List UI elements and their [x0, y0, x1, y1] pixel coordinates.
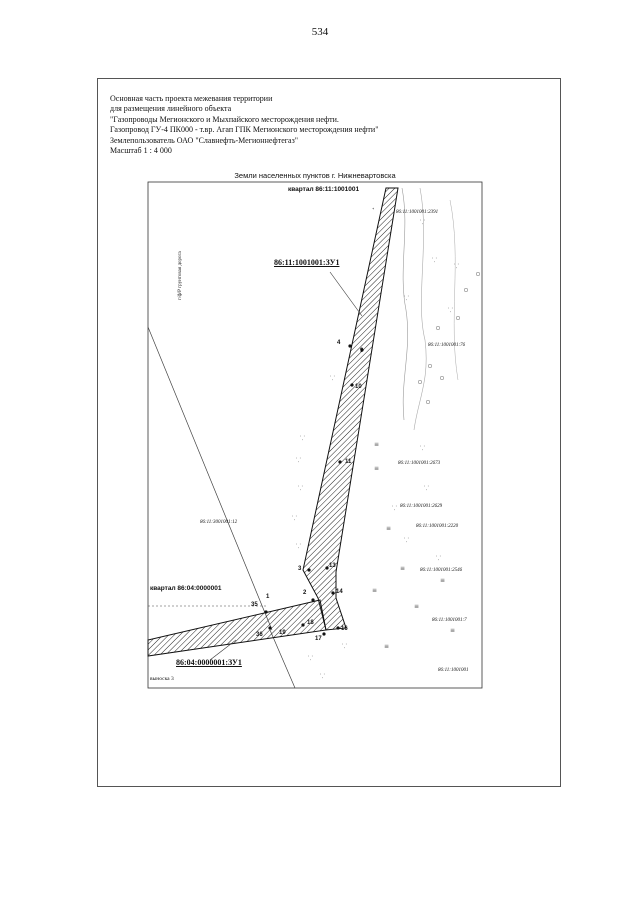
parcel-label: 86:11:1001001:2629	[400, 504, 443, 509]
quarter-boundary-lower	[269, 629, 296, 689]
point-number: 36	[256, 632, 263, 638]
header-line-3: "Газопроводы Мегионского и Мыхпайского м…	[110, 114, 339, 124]
svg-text:≡: ≡	[384, 643, 389, 650]
point-number: 16	[341, 626, 348, 632]
parcel-label: 86:11:1001001:2220	[416, 524, 459, 529]
header-line-2: для размещения линейного объекта	[110, 104, 232, 114]
svg-text:≡: ≡	[414, 603, 419, 610]
svg-text:⸪: ⸪	[330, 375, 335, 382]
svg-text:⸪: ⸪	[420, 219, 425, 226]
parcel-label: 86:11:1001001:2391	[396, 210, 439, 215]
svg-text:≡: ≡	[400, 565, 405, 572]
document-frame	[97, 78, 561, 787]
header-line-6: Масштаб 1 : 4 000	[110, 146, 172, 156]
svg-text:≡: ≡	[386, 525, 391, 532]
svg-text:⸪: ⸪	[342, 643, 347, 650]
svg-text:⸪: ⸪	[308, 655, 313, 662]
svg-text:⸪: ⸪	[404, 295, 409, 302]
parcel-label: 86:11:1001001:7	[432, 618, 467, 623]
svg-text:⸪: ⸪	[436, 555, 441, 562]
svg-text:≡: ≡	[372, 587, 377, 594]
leader-line-top	[329, 271, 363, 317]
svg-text:≡: ≡	[450, 627, 455, 634]
parcel-label: 86:11:1001001:2673	[398, 461, 441, 466]
svg-text:⸪: ⸪	[454, 263, 459, 270]
svg-text:⸪: ⸪	[296, 457, 301, 464]
terrain-line-2	[413, 187, 427, 431]
parcel-label: 86:11:1001001:76	[428, 343, 466, 348]
point-number: 17	[315, 636, 322, 642]
pipeline-corridor-horizontal	[147, 599, 327, 657]
quarter-label-top: квартал 86:11:1001001	[288, 186, 360, 193]
point-number: 18	[307, 620, 314, 626]
point-number: 4	[337, 340, 341, 346]
svg-text:⸪: ⸪	[296, 543, 301, 550]
svg-text:⸪: ⸪	[300, 435, 305, 442]
svg-text:⸪: ⸪	[298, 485, 303, 492]
svg-text:≡: ≡	[374, 441, 379, 448]
parcel-label: 86:11:1001001	[438, 668, 469, 673]
parcel-label: 86:11:1001001:2546	[420, 568, 463, 573]
header-line-1: Основная часть проекта межевания террито…	[110, 94, 273, 103]
point-number: 13	[329, 563, 336, 569]
svg-text:⸪: ⸪	[292, 515, 297, 522]
page-number: 534	[311, 26, 329, 38]
svg-text:⸪: ⸪	[432, 257, 437, 264]
terrain-line-1	[401, 187, 408, 421]
zone-label-bottom: 86:04:0000001:ЗУ1	[176, 658, 242, 667]
point-number: 19	[279, 630, 286, 636]
quarter-boundary-diagonal	[147, 326, 273, 631]
boundary-points	[264, 344, 364, 636]
svg-text:⸪: ⸪	[392, 505, 397, 512]
point-number: 1	[266, 594, 270, 600]
svg-text:≡: ≡	[374, 465, 379, 472]
small-circles	[417, 271, 481, 405]
svg-text:⸪: ⸪	[424, 485, 429, 492]
svg-text:≡: ≡	[440, 577, 445, 584]
map-title: Земли населенных пунктов г. Нижневартовс…	[234, 171, 396, 180]
svg-text:⸪: ⸪	[420, 445, 425, 452]
point-number: 3	[298, 566, 302, 572]
svg-text:⸪: ⸪	[320, 673, 325, 680]
svg-text:ᐩ: ᐩ	[372, 207, 374, 214]
document-header: Основная часть проекта межевания террито…	[110, 94, 378, 156]
point-number: 10	[355, 384, 362, 390]
point-number: 2	[303, 590, 307, 596]
map-frame	[147, 181, 483, 689]
terrain-line-3	[449, 199, 459, 381]
header-line-5: Землепользователь ОАО "Славнефть-Мегионн…	[110, 135, 298, 145]
zone-label-top: 86:11:1001001:ЗУ1	[274, 258, 340, 267]
header-line-4: Газопровод ГУ-4 ПК000 - т.вр. Агап ГПК М…	[110, 125, 379, 135]
leader-line-bottom	[209, 639, 237, 661]
pipeline-corridor-vertical	[302, 187, 399, 631]
vegetation-symbols: ᐩ ⸪ ⸪ ⸪ ⸪ ⸪ ⸪ ⸪ ⸪ ⸪ ⸪ ⸪ ⸪ ⸪ ⸪ ⸪ ⸪ ⸪ ⸪ ⸪ ≡ ≡ ≡ ≡ ≡ ≡ ≡ ≡ ≡	[292, 207, 459, 680]
point-number: 9	[360, 348, 364, 354]
point-number: 35	[251, 602, 258, 608]
svg-text:⸪: ⸪	[404, 537, 409, 544]
road-label: г/ф/Р грунтовая дорога	[178, 251, 183, 300]
map-footnote: выноска 3	[150, 676, 174, 682]
point-number: 11	[345, 459, 352, 465]
parcel-label: 86:11:3001001:12	[200, 520, 238, 525]
quarter-label-left: квартал 86:04:0000001	[150, 585, 222, 592]
svg-text:⸪: ⸪	[448, 307, 453, 314]
point-number: 14	[336, 589, 343, 595]
